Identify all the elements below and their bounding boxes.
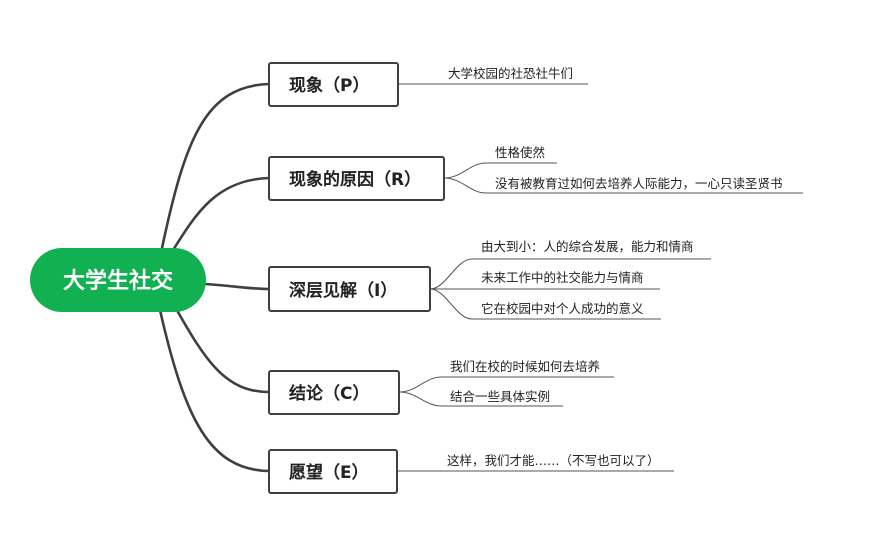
branch-node-1[interactable]: 现象的原因（R） (268, 156, 445, 201)
branch-box-1 (268, 156, 445, 201)
main-connectors (158, 82, 271, 473)
branch-node-0[interactable]: 现象（P） (268, 62, 399, 107)
connector-branch-4 (158, 308, 271, 473)
connector-branch-1 (168, 176, 271, 257)
branch-box-0 (268, 62, 399, 107)
branch-node-3[interactable]: 结论（C） (268, 370, 400, 415)
leaf-text-2-1: 未来工作中的社交能力与情商 (481, 270, 644, 285)
branch-label-4: 愿望（E） (289, 462, 369, 483)
leaf-connector-2-2 (429, 288, 661, 320)
leaf-text-1-0: 性格使然 (495, 145, 545, 160)
branch-label-0: 现象（P） (289, 75, 369, 96)
branch-box-2 (268, 266, 431, 312)
branch-box-3 (268, 370, 400, 415)
branch-node-4[interactable]: 愿望（E） (268, 449, 398, 494)
leaf-connector-3-0 (398, 376, 614, 393)
connector-branch-2 (203, 282, 271, 291)
leaf-connectors (397, 83, 803, 472)
leaf-text-4-0: 这样，我们才能……（不写也可以了） (447, 453, 660, 468)
branch-label-3: 结论（C） (289, 383, 369, 404)
leaf-connector-1-1 (443, 177, 803, 194)
connector-branch-3 (172, 303, 271, 394)
root-node-bg (30, 248, 206, 312)
leaf-connector-2-0 (429, 258, 711, 290)
leaf-text-2-2: 它在校园中对个人成功的意义 (481, 301, 644, 316)
leaf-connector-3-1 (398, 391, 563, 407)
leaf-text-3-1: 结合一些具体实例 (450, 389, 550, 404)
leaf-connector-1-0 (443, 162, 557, 179)
leaf-text-1-1: 没有被教育过如何去培养人际能力，一心只读圣贤书 (495, 176, 783, 191)
root-node-label: 大学生社交 (63, 268, 173, 294)
branch-label-2: 深层见解（I） (289, 280, 397, 301)
branch-label-1: 现象的原因（R） (289, 169, 421, 190)
root-node[interactable]: 大学生社交 (30, 248, 206, 312)
leaf-text-2-0: 由大到小：人的综合发展，能力和情商 (481, 239, 694, 254)
connector-branch-0 (160, 82, 271, 250)
branch-node-2[interactable]: 深层见解（I） (268, 266, 431, 312)
branch-box-4 (268, 449, 398, 494)
leaf-text-0-0: 大学校园的社恐社牛们 (448, 66, 573, 81)
leaf-text-3-0: 我们在校的时候如何去培养 (450, 359, 600, 374)
